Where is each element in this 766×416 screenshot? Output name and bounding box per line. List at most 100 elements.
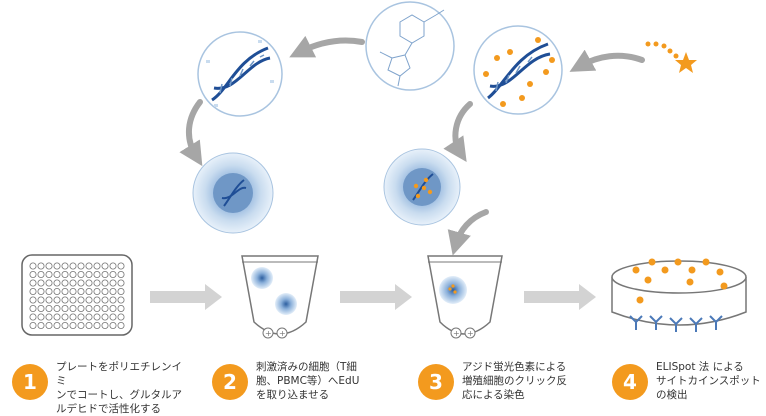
plate-well bbox=[53, 279, 61, 287]
plate-well bbox=[61, 321, 69, 329]
step-4-number: 4 bbox=[612, 364, 648, 400]
plate-well bbox=[37, 321, 45, 329]
step-2-text: 刺激済みの細胞（T細 胞、PBMC等）へEdU を取り込ませる bbox=[256, 361, 360, 401]
plate-well bbox=[37, 296, 45, 304]
step-3-number: 3 bbox=[418, 364, 454, 400]
plate-well bbox=[53, 262, 61, 270]
plate-well bbox=[93, 279, 101, 287]
tube-step2: + + bbox=[241, 255, 319, 339]
plate-well bbox=[29, 262, 37, 270]
plate-well bbox=[117, 304, 125, 312]
plate-well bbox=[29, 287, 37, 295]
plate-well bbox=[77, 313, 85, 321]
plate-well bbox=[61, 262, 69, 270]
plate-well bbox=[53, 296, 61, 304]
plate-well bbox=[29, 270, 37, 278]
edu-molecule bbox=[365, 1, 455, 91]
plate-well bbox=[45, 262, 53, 270]
step-1-number: 1 bbox=[12, 364, 48, 400]
plate-well bbox=[29, 279, 37, 287]
plate-well bbox=[93, 287, 101, 295]
plate-well bbox=[53, 270, 61, 278]
plate-well bbox=[45, 321, 53, 329]
plate-well bbox=[85, 321, 93, 329]
plate-well bbox=[69, 321, 77, 329]
plate-well bbox=[93, 304, 101, 312]
plate-well bbox=[37, 262, 45, 270]
plate-well bbox=[93, 313, 101, 321]
step-3: 3 アジド蛍光色素による 増殖細胞のクリック反 応による染色 bbox=[418, 360, 592, 410]
plate-well bbox=[61, 304, 69, 312]
cell-unlabeled bbox=[192, 152, 274, 234]
plate-well bbox=[77, 270, 85, 278]
plate-well bbox=[53, 287, 61, 295]
plate-well bbox=[45, 287, 53, 295]
tube-step3: + + bbox=[427, 255, 503, 339]
plate-well bbox=[69, 304, 77, 312]
plate-well bbox=[69, 279, 77, 287]
dna-circle-left bbox=[197, 31, 283, 117]
plate-well bbox=[37, 279, 45, 287]
plate-well bbox=[77, 279, 85, 287]
plate-well bbox=[85, 279, 93, 287]
plate-well bbox=[85, 304, 93, 312]
plate-well bbox=[29, 296, 37, 304]
plate-well bbox=[45, 270, 53, 278]
elispot-dish bbox=[611, 258, 747, 332]
plate-well bbox=[117, 262, 125, 270]
svg-text:+: + bbox=[265, 329, 272, 338]
plate-well bbox=[101, 270, 109, 278]
plate-well bbox=[77, 304, 85, 312]
plate-well bbox=[61, 296, 69, 304]
step-2: 2 刺激済みの細胞（T細 胞、PBMC等）へEdU を取り込ませる bbox=[212, 360, 386, 410]
plate-well bbox=[101, 321, 109, 329]
plate-well bbox=[117, 296, 125, 304]
plate-well bbox=[101, 279, 109, 287]
plate-well bbox=[37, 270, 45, 278]
plate-well bbox=[29, 304, 37, 312]
plate-well bbox=[61, 287, 69, 295]
plate-well bbox=[109, 279, 117, 287]
well-plate bbox=[21, 254, 133, 336]
plate-well bbox=[29, 321, 37, 329]
plate-well bbox=[101, 287, 109, 295]
plate-well bbox=[109, 313, 117, 321]
svg-text:+: + bbox=[453, 329, 460, 338]
azide-dye bbox=[645, 41, 697, 73]
plate-well bbox=[93, 321, 101, 329]
plate-well bbox=[53, 304, 61, 312]
plate-well bbox=[29, 313, 37, 321]
plate-well bbox=[45, 313, 53, 321]
plate-well bbox=[109, 304, 117, 312]
plate-well bbox=[77, 262, 85, 270]
plate-well bbox=[61, 313, 69, 321]
step-2-number: 2 bbox=[212, 364, 248, 400]
plate-well bbox=[53, 313, 61, 321]
plate-well bbox=[61, 279, 69, 287]
plate-well bbox=[101, 304, 109, 312]
plate-well bbox=[109, 262, 117, 270]
plate-well bbox=[77, 296, 85, 304]
plate-well bbox=[85, 262, 93, 270]
plate-well bbox=[45, 304, 53, 312]
plate-well bbox=[117, 313, 125, 321]
plate-well bbox=[69, 262, 77, 270]
plate-well bbox=[77, 321, 85, 329]
step-1-text: プレートをポリエチレンイミ ンでコートし、グルタルア ルデヒドで活性化する bbox=[56, 361, 182, 415]
step-4-text: ELISpot 法 による サイトカインスポット の検出 bbox=[656, 361, 761, 401]
upper-arrows bbox=[179, 35, 645, 256]
plate-well bbox=[101, 296, 109, 304]
plate-well bbox=[69, 296, 77, 304]
plate-well bbox=[85, 296, 93, 304]
plate-well bbox=[85, 270, 93, 278]
plate-well bbox=[109, 287, 117, 295]
plate-well bbox=[53, 321, 61, 329]
plate-well bbox=[37, 287, 45, 295]
plate-well bbox=[117, 270, 125, 278]
svg-text:+: + bbox=[279, 329, 286, 338]
plate-well bbox=[109, 321, 117, 329]
plate-well bbox=[85, 287, 93, 295]
plate-well bbox=[109, 296, 117, 304]
plate-well bbox=[85, 313, 93, 321]
